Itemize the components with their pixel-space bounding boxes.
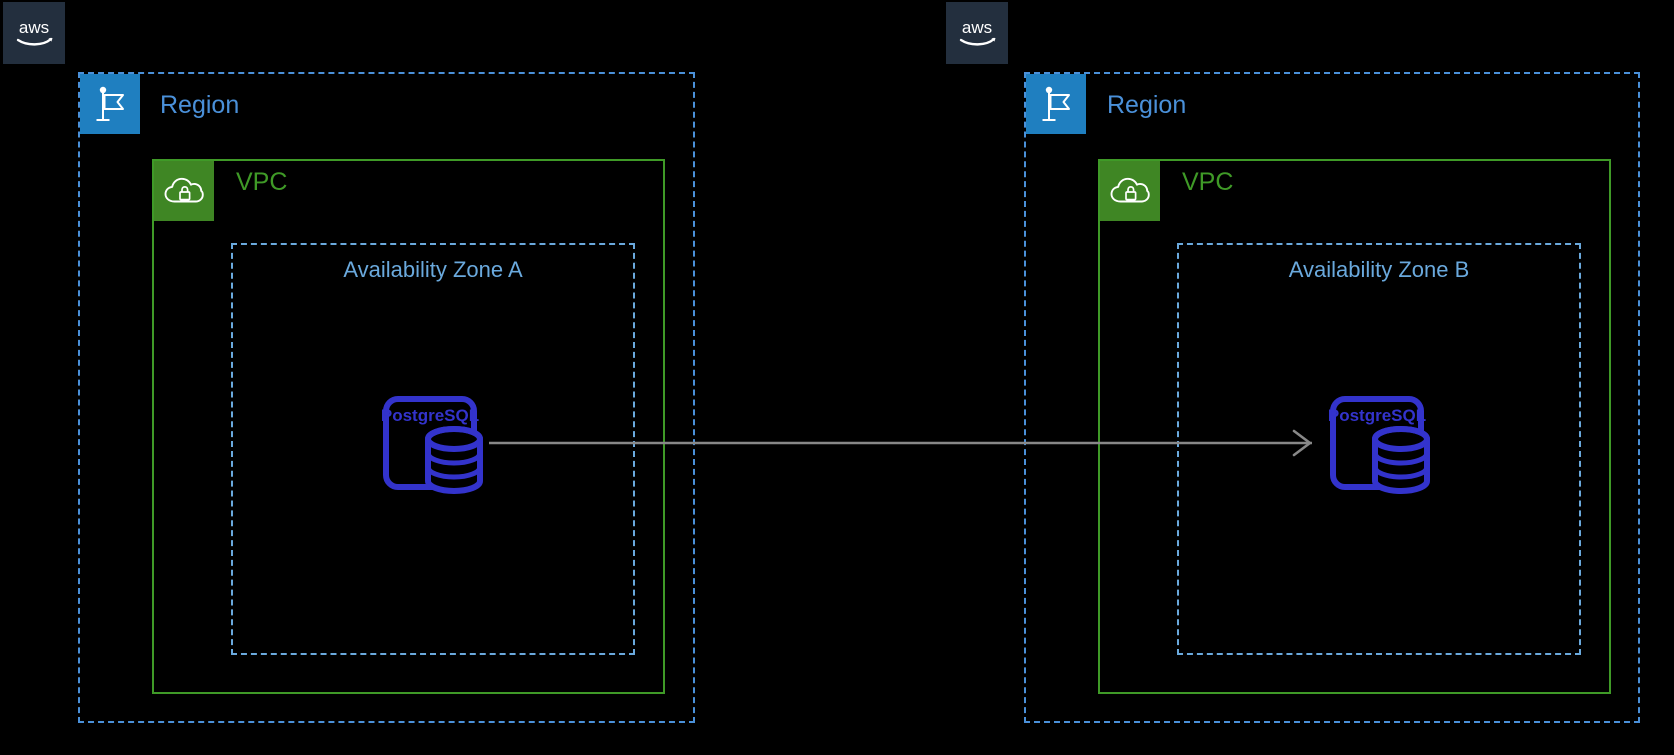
svg-text:PostgreSQL: PostgreSQL — [381, 406, 479, 425]
vpc-label-left: VPC — [236, 168, 288, 196]
svg-text:aws: aws — [19, 18, 49, 37]
svg-text:aws: aws — [962, 18, 992, 37]
region-container-left — [78, 72, 695, 723]
vpc-label-right: VPC — [1182, 168, 1234, 196]
vpc-cloud-lock-icon-right — [1100, 161, 1160, 221]
vpc-cloud-lock-icon-left — [154, 161, 214, 221]
availability-zone-label-left: Availability Zone A — [343, 257, 523, 282]
availability-zone-label-right: Availability Zone B — [1288, 257, 1470, 282]
postgresql-database-icon-right[interactable]: PostgreSQL — [1325, 377, 1443, 495]
region-label-left: Region — [160, 91, 240, 119]
region-flag-icon-left — [80, 74, 140, 134]
availability-zone-container-left — [231, 243, 635, 655]
availability-zone-container-right — [1177, 243, 1581, 655]
vpc-container-right — [1098, 159, 1611, 694]
aws-logo-badge-left: aws — [3, 2, 65, 64]
region-label-right: Region — [1107, 91, 1187, 119]
aws-logo-badge-right: aws — [946, 2, 1008, 64]
vpc-container-left — [152, 159, 665, 694]
region-flag-icon-right — [1026, 74, 1086, 134]
region-container-right — [1024, 72, 1640, 723]
postgresql-database-icon-left[interactable]: PostgreSQL — [378, 377, 496, 495]
svg-text:PostgreSQL: PostgreSQL — [1328, 406, 1426, 425]
